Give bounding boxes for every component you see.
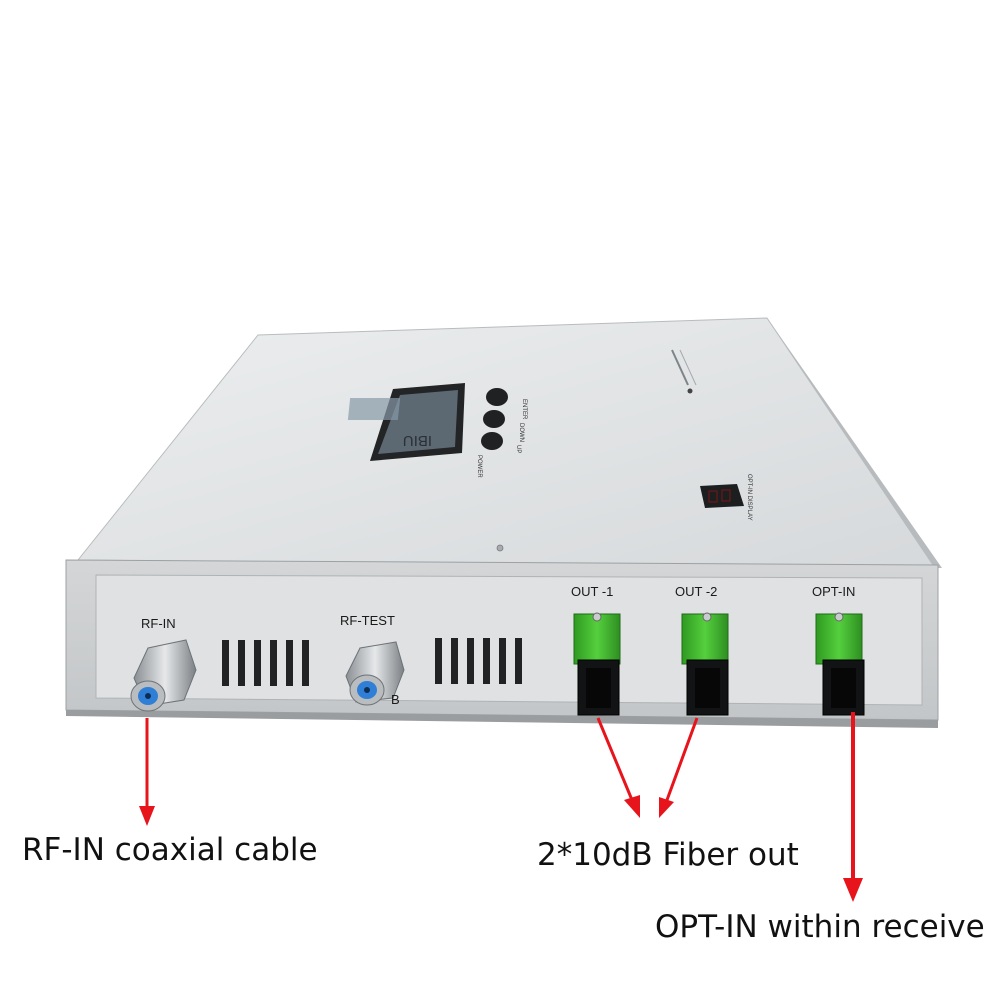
vent-grille-right [435, 638, 522, 684]
label-rf-in: RF-IN [141, 616, 176, 631]
arrow-out-2-head [659, 797, 674, 818]
rf-in-connector [130, 639, 197, 712]
top-button-group: ENTER DOWN UP POWER [476, 388, 527, 478]
power-label: POWER [476, 455, 482, 478]
lcd-text: IBIU [403, 432, 432, 449]
front-bezel [95, 574, 923, 706]
chassis-top-face [76, 317, 936, 569]
vent-grille-left [222, 640, 309, 686]
caption-rf-in: RF-IN coaxial cable [22, 832, 318, 868]
front-bottom-shadow [66, 710, 938, 728]
top-label-strip [671, 349, 697, 394]
opt-display: OPT-IN DISPLAY [700, 474, 752, 521]
button-label-up: UP [515, 445, 521, 453]
arrow-opt-in-head [843, 878, 863, 902]
rf-test-suffix: B [391, 692, 400, 707]
rf-test-connector: B [345, 641, 405, 707]
opt-display-label: OPT-IN DISPLAY [746, 474, 752, 521]
caption-fiber-out: 2*10dB Fiber out [537, 837, 799, 873]
label-out-1: OUT -1 [571, 584, 613, 599]
label-opt-in: OPT-IN [812, 584, 855, 599]
up-button[interactable] [481, 432, 503, 450]
button-label-down: DOWN [518, 423, 524, 442]
lcd-display: IBIU [347, 383, 465, 461]
caption-opt-in: OPT-IN within receive [655, 909, 985, 945]
arrow-out-2 [665, 717, 699, 801]
top-screw [496, 544, 504, 552]
opt-in-connector [815, 612, 865, 716]
out-1-connector [573, 612, 621, 716]
out-2-connector [681, 612, 729, 716]
label-out-2: OUT -2 [675, 584, 717, 599]
button-label-enter: ENTER [521, 399, 527, 420]
chassis-side-face [767, 318, 942, 568]
arrow-out-1 [596, 717, 634, 801]
enter-button[interactable] [486, 388, 508, 406]
label-rf-test: RF-TEST [340, 613, 395, 628]
annotation-arrows [139, 712, 863, 902]
arrow-rf-in-head [139, 806, 155, 826]
down-button[interactable] [483, 410, 505, 428]
arrow-out-1-head [624, 795, 640, 818]
